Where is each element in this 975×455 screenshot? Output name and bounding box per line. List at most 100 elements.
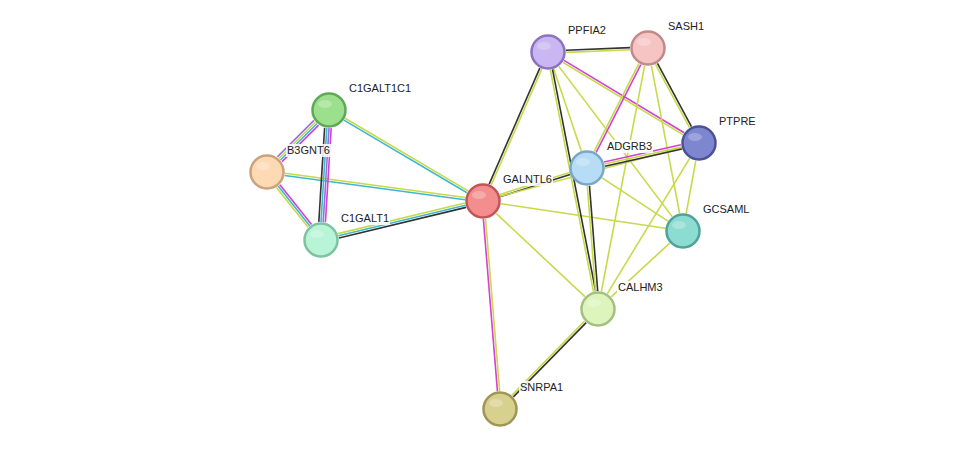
protein-node: C1GALT1 [303,222,339,258]
evidence-line [566,50,630,53]
node-circle [580,291,616,327]
node-circle [303,222,339,258]
node-circle [530,34,566,70]
evidence-line [489,68,540,184]
evidence-line [344,120,467,193]
interaction-edge [496,213,585,296]
protein-node: C1GALT1C1 [311,92,347,128]
interaction-edge [285,173,466,199]
node-circle [465,183,501,219]
evidence-line [607,158,689,293]
interaction-edge [566,48,630,53]
evidence-line [513,323,586,397]
protein-node: GALNTL6 [465,183,501,219]
node-gloss [587,299,601,307]
evidence-line [587,186,595,291]
evidence-line [602,178,668,221]
node-label: SASH1 [667,20,705,33]
evidence-line [339,205,466,236]
node-fill [632,32,665,65]
node-gloss [537,42,551,50]
node-label: C1GALT1 [340,212,390,225]
node-gloss [256,162,270,170]
node-label: SNRPA1 [519,381,564,394]
interaction-edge [500,148,681,197]
node-gloss [472,191,486,199]
node-fill [667,215,700,248]
evidence-line [486,219,500,391]
node-fill [313,94,346,127]
interaction-edge [602,178,668,221]
node-gloss [637,38,651,46]
evidence-line [500,172,570,194]
node-gloss [318,100,332,108]
node-fill [305,224,338,257]
evidence-line [601,66,644,292]
node-fill [571,152,604,185]
interaction-edge [338,203,466,238]
evidence-line [651,66,679,214]
node-label: CALHM3 [617,281,664,294]
interaction-edge [276,185,311,228]
evidence-line [339,207,466,238]
node-circle [482,391,518,427]
protein-node: PTPRE [681,125,717,161]
evidence-line [285,175,465,199]
node-label: PTPRE [718,115,757,128]
interaction-edge [686,161,696,214]
node-circle [569,150,605,186]
node-gloss [672,221,686,229]
node-gloss [688,133,702,141]
protein-node: B3GNT6 [249,154,285,190]
interaction-edge [651,66,679,214]
node-fill [484,393,517,426]
evidence-line [512,321,585,395]
interaction-edge [601,66,644,292]
evidence-line [276,187,308,227]
protein-node: SNRPA1 [482,391,518,427]
interaction-edge [344,118,468,193]
node-label: GCSAML [702,203,750,216]
node-gloss [310,230,324,238]
evidence-line [500,148,681,197]
evidence-line [657,63,691,126]
evidence-line [611,243,669,297]
node-circle [249,154,285,190]
node-circle [630,30,666,66]
interaction-edge [489,68,542,185]
node-circle [311,92,347,128]
interaction-edge [611,243,669,297]
node-label: GALNTL6 [502,173,553,186]
evidence-line [496,213,585,296]
interaction-edge [483,219,499,391]
interaction-edge [607,158,689,293]
node-label: PPFIA2 [567,24,607,37]
evidence-line [594,64,639,152]
node-label: ADGRB3 [606,140,653,153]
evidence-line [686,161,696,214]
protein-node: PPFIA2 [530,34,566,70]
evidence-line [491,69,542,185]
node-gloss [489,399,503,407]
node-fill [532,36,565,69]
evidence-line [338,203,465,234]
protein-node: CALHM3 [580,291,616,327]
node-label: C1GALT1C1 [348,82,412,95]
node-fill [683,127,716,160]
interaction-edge [512,321,586,397]
node-fill [467,185,500,218]
interaction-edge [587,186,597,291]
evidence-line [285,173,465,197]
node-label: B3GNT6 [286,144,331,157]
evidence-line [483,219,497,391]
node-circle [665,213,701,249]
node-fill [251,156,284,189]
interaction-edge [319,128,331,222]
protein-node: SASH1 [630,30,666,66]
protein-node: GCSAML [665,213,701,249]
evidence-line [345,118,468,191]
protein-node: ADGRB3 [569,150,605,186]
